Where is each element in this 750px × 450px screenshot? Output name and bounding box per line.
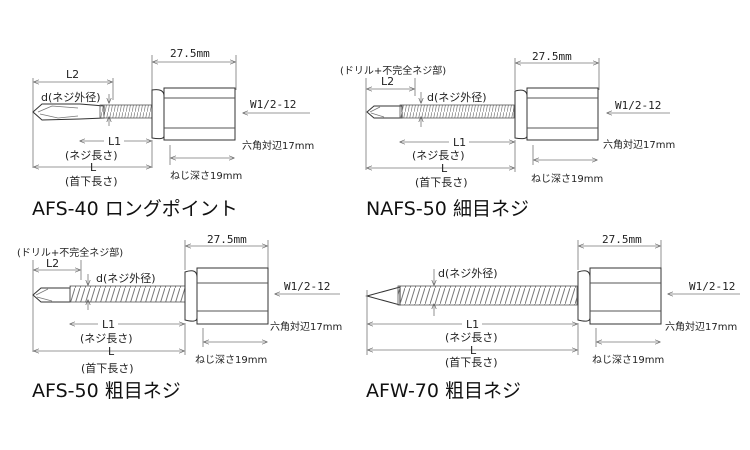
l-label: L <box>470 344 477 357</box>
l2-label: L2 <box>381 75 394 88</box>
screw-thread <box>69 285 186 303</box>
thread-spec-label: W1/2-12 <box>615 99 661 112</box>
diagram-afs-40: 27.5mm L2 d(ネジ外径) W1/2-12 L1 (ネジ長さ) 六角対辺… <box>32 47 314 220</box>
l-desc: (首下長さ) <box>415 175 468 189</box>
screw-point <box>365 286 401 306</box>
drill-flute <box>369 106 385 118</box>
nut-shoulder <box>151 89 165 140</box>
drill-point <box>32 287 71 303</box>
drill-flute <box>35 288 53 302</box>
hex-nut <box>163 87 236 141</box>
label-bg <box>462 316 482 330</box>
l-desc: (首下長さ) <box>445 355 498 369</box>
diagram-title: AFS-40 ロングポイント <box>32 198 238 220</box>
l-desc: (首下長さ) <box>65 174 118 188</box>
l-label: L <box>90 161 97 174</box>
hex-width-label: 六角対辺17mm <box>242 139 314 152</box>
diagram-nafs-50: 27.5mm (ドリル+不完全ネジ部) L2 d(ネジ外径) W1/2-12 L… <box>340 50 675 220</box>
l1-label: L1 <box>102 318 115 331</box>
hex-width-label: 六角対辺17mm <box>603 138 675 151</box>
l1-desc: (ネジ長さ) <box>412 149 465 162</box>
nut-length-label: 27.5mm <box>532 50 572 63</box>
l-desc: (首下長さ) <box>81 361 134 375</box>
thread-depth-label: ねじ深さ19mm <box>170 170 242 182</box>
l1-label: L1 <box>466 318 479 331</box>
diagram-afw-70: 27.5mm d(ネジ外径) W1/2-12 L1 (ネジ長さ) 六角対辺17m… <box>365 233 740 402</box>
l2-label: L2 <box>66 68 79 81</box>
diameter-label: d(ネジ外径) <box>438 267 498 280</box>
drill-note-label: (ドリル+不完全ネジ部) <box>17 246 123 259</box>
diagram-title: NAFS-50 細目ネジ <box>366 198 529 220</box>
diagram-title: AFW-70 粗目ネジ <box>366 380 521 402</box>
hex-width-label: 六角対辺17mm <box>665 320 737 333</box>
l2-label: L2 <box>46 257 59 270</box>
l1-desc: (ネジ長さ) <box>65 149 118 162</box>
hex-nut <box>196 267 269 325</box>
nut-length-label: 27.5mm <box>602 233 642 246</box>
l-label: L <box>108 345 115 358</box>
l1-desc: (ネジ長さ) <box>80 332 133 345</box>
diagram-afs-50: 27.5mm (ドリル+不完全ネジ部) L2 d(ネジ外径) W1/2-12 L… <box>17 233 342 402</box>
thread-spec-label: W1/2-12 <box>284 280 330 293</box>
diagram-title: AFS-50 粗目ネジ <box>32 380 181 402</box>
nut-length-label: 27.5mm <box>207 233 247 246</box>
screw-thread <box>397 285 578 306</box>
screw-thread <box>99 104 153 119</box>
label-bg <box>98 316 118 330</box>
hex-nut <box>526 87 599 141</box>
drill-flute <box>37 105 79 119</box>
diameter-label: d(ネジ外径) <box>427 91 487 104</box>
label-bg <box>104 133 124 147</box>
thread-depth-label: ねじ深さ19mm <box>592 354 664 366</box>
diameter-label: d(ネジ外径) <box>96 272 156 285</box>
thread-spec-label: W1/2-12 <box>250 98 296 111</box>
drill-point <box>366 105 403 119</box>
nut-shoulder <box>184 270 198 322</box>
nut-shoulder <box>514 89 528 140</box>
hex-nut <box>589 267 662 325</box>
label-bg <box>449 134 469 148</box>
thread-depth-label: ねじ深さ19mm <box>195 354 267 366</box>
diameter-label: d(ネジ外径) <box>41 91 101 104</box>
drill-note-label: (ドリル+不完全ネジ部) <box>340 64 446 77</box>
thread-depth-label: ねじ深さ19mm <box>531 173 603 185</box>
nut-length-label: 27.5mm <box>170 47 210 60</box>
l1-label: L1 <box>108 135 121 148</box>
hex-width-label: 六角対辺17mm <box>270 320 342 333</box>
drill-point <box>32 103 105 121</box>
l-label: L <box>441 162 448 175</box>
thread-spec-label: W1/2-12 <box>689 280 735 293</box>
screw-thread <box>399 104 515 119</box>
l1-label: L1 <box>453 136 466 149</box>
nut-shoulder <box>577 270 591 322</box>
l1-desc: (ネジ長さ) <box>445 331 498 344</box>
